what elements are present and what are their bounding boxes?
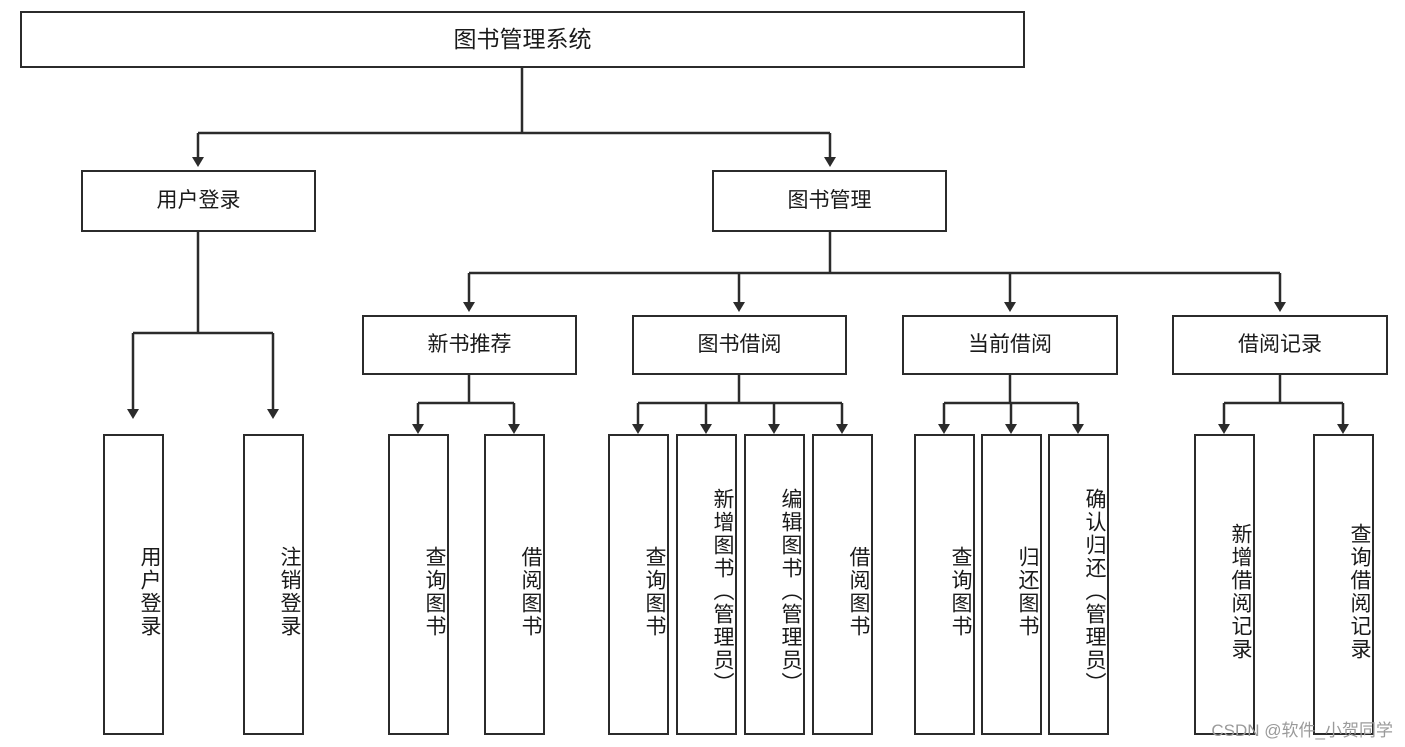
leaf-label: 借阅图书	[519, 545, 542, 638]
node-borrow-record-label: 借阅记录	[1238, 332, 1322, 356]
node-user-login-label: 用户登录	[156, 188, 241, 212]
leaf-current-query-book[interactable]: 查询图书	[914, 434, 975, 735]
node-borrow-record[interactable]: 借阅记录	[1172, 315, 1388, 375]
node-book-management-label: 图书管理	[787, 188, 872, 212]
node-root-label: 图书管理系统	[453, 25, 592, 52]
leaf-borrow-add-book-admin[interactable]: 新增图书（管理员）	[676, 434, 737, 735]
leaf-label: 注销登录	[278, 545, 301, 638]
node-book-management[interactable]: 图书管理	[712, 170, 947, 232]
leaf-label: 确认归还（管理员）	[1083, 488, 1106, 695]
node-new-book-recommend[interactable]: 新书推荐	[362, 315, 577, 375]
leaf-label: 编辑图书（管理员）	[779, 488, 802, 695]
node-user-login[interactable]: 用户登录	[81, 170, 316, 232]
leaf-record-add-record[interactable]: 新增借阅记录	[1194, 434, 1255, 735]
watermark: CSDN @软件_小贺同学	[1211, 721, 1393, 740]
leaf-label: 查询图书	[423, 545, 446, 638]
node-current-borrow[interactable]: 当前借阅	[902, 315, 1118, 375]
leaf-label: 查询借阅记录	[1348, 522, 1371, 661]
leaf-label: 归还图书	[1016, 545, 1039, 638]
leaf-label: 用户登录	[138, 545, 161, 638]
node-current-borrow-label: 当前借阅	[968, 332, 1052, 356]
node-book-borrow[interactable]: 图书借阅	[632, 315, 847, 375]
leaf-label: 查询图书	[643, 545, 666, 638]
leaf-label: 查询图书	[949, 545, 972, 638]
leaf-label: 新增图书（管理员）	[711, 488, 734, 695]
leaf-label: 新增借阅记录	[1229, 522, 1252, 661]
leaf-record-query-record[interactable]: 查询借阅记录	[1313, 434, 1374, 735]
leaf-borrow-query-book[interactable]: 查询图书	[608, 434, 669, 735]
leaf-user-login-signin[interactable]: 用户登录	[103, 434, 164, 735]
leaf-current-return-book[interactable]: 归还图书	[981, 434, 1042, 735]
leaf-current-confirm-return-admin[interactable]: 确认归还（管理员）	[1048, 434, 1109, 735]
leaf-recommend-query-book[interactable]: 查询图书	[388, 434, 449, 735]
leaf-borrow-edit-book-admin[interactable]: 编辑图书（管理员）	[744, 434, 805, 735]
leaf-user-login-signout[interactable]: 注销登录	[243, 434, 304, 735]
leaf-borrow-borrow-book[interactable]: 借阅图书	[812, 434, 873, 735]
node-root[interactable]: 图书管理系统	[20, 11, 1025, 68]
node-book-borrow-label: 图书借阅	[697, 332, 782, 356]
node-new-book-recommend-label: 新书推荐	[427, 332, 512, 356]
leaf-label: 借阅图书	[847, 545, 870, 638]
leaf-recommend-borrow-book[interactable]: 借阅图书	[484, 434, 545, 735]
